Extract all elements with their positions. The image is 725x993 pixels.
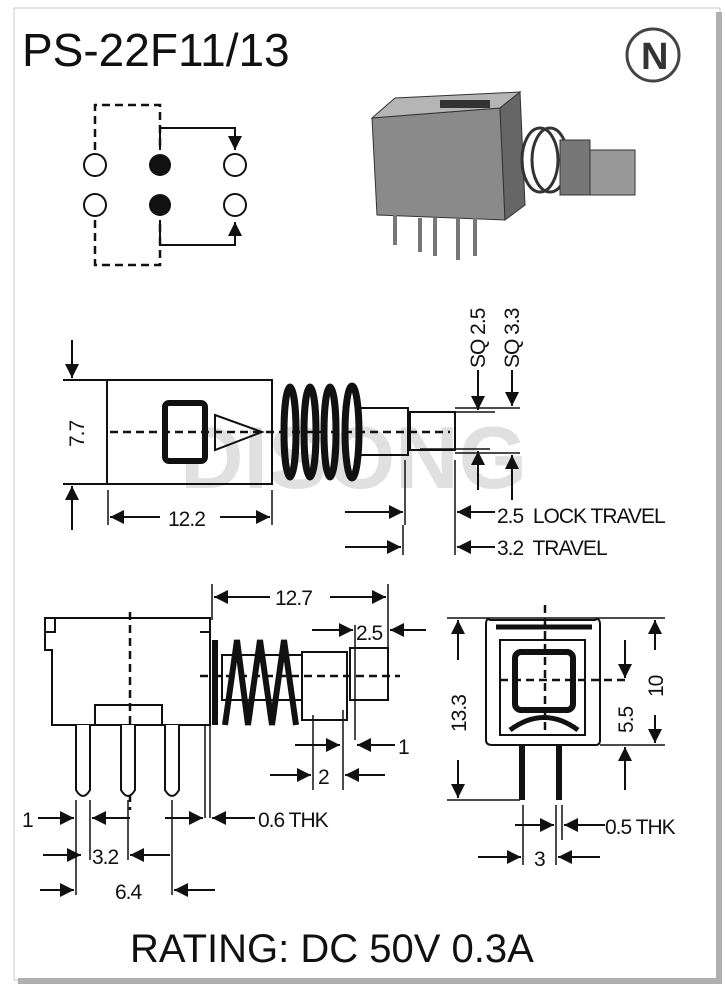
dim-pitch-3-2: 3.2 xyxy=(92,846,119,869)
dim-body-height-10: 10 xyxy=(645,675,668,697)
dim-pitch-3: 3 xyxy=(534,848,545,871)
page-title: PS-22F11/13 xyxy=(22,24,290,76)
dim-center-5-5: 5.5 xyxy=(615,706,638,733)
rating-label: RATING: DC 50V 0.3A xyxy=(130,927,534,971)
dim-sq-2-5: SQ 2.5 xyxy=(467,308,490,368)
dim-travel: 3.2 TRAVEL xyxy=(497,537,607,560)
product-photo xyxy=(370,90,636,260)
end-view-drawing: 13.3 10 5.5 0.5 THK 3 xyxy=(447,605,677,871)
dim-pin-width-1: 1 xyxy=(22,809,33,832)
dim-lock-travel: 2.5 LOCK TRAVEL xyxy=(497,505,665,528)
brand-logo: N xyxy=(625,27,681,83)
dim-height-13-3: 13.3 xyxy=(448,695,471,732)
dim-collar-1: 1 xyxy=(398,736,409,759)
dim-length-12-7: 12.7 xyxy=(275,587,312,610)
side-view-drawing: 7.7 SQ 2.5 SQ 3.3 12.2 2.5 LOCK TRAVEL 3… xyxy=(63,308,666,560)
front-view-drawing: 12.7 2.5 1 2 1 0.6 THK 3.2 6.4 xyxy=(22,584,426,904)
svg-text:N: N xyxy=(641,36,668,78)
dim-shaft-2: 2 xyxy=(318,766,329,789)
circuit-schematic xyxy=(83,103,247,267)
dim-length-12-2: 12.2 xyxy=(168,508,205,531)
dim-height-7-7: 7.7 xyxy=(66,420,89,447)
dim-span-6-4: 6.4 xyxy=(115,881,143,904)
dim-plunger-2-5: 2.5 xyxy=(356,622,383,645)
watermark: DISONG xyxy=(180,408,527,507)
dim-thickness-0-6: 0.6 THK xyxy=(258,809,329,832)
dim-thickness-0-5: 0.5 THK xyxy=(605,816,676,839)
dim-sq-3-3: SQ 3.3 xyxy=(501,308,524,368)
